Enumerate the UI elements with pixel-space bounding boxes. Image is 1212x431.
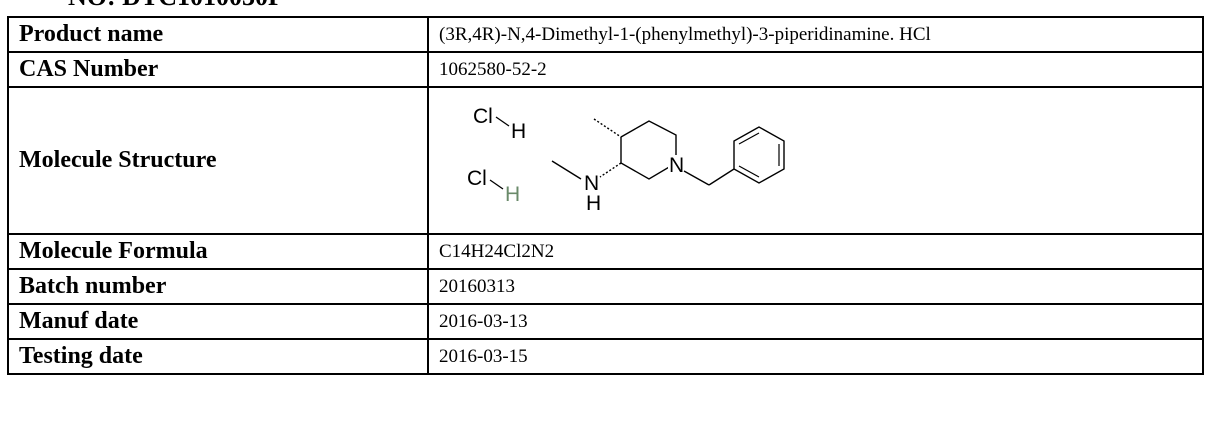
document-heading-clipped: NO: DTC1010030P xyxy=(68,0,284,12)
table-row: Product name (3R,4R)-N,4-Dimethyl-1-(phe… xyxy=(7,16,1204,53)
atom-h-bottom: H xyxy=(505,183,520,206)
benzyl-ch2-bond-1 xyxy=(683,170,710,186)
row-value: C14H24Cl2N2 xyxy=(427,233,1204,270)
molecule-structure-cell: Cl H Cl H N H xyxy=(427,86,1204,235)
product-spec-table: Product name (3R,4R)-N,4-Dimethyl-1-(phe… xyxy=(7,16,1204,375)
table-row: Testing date 2016-03-15 xyxy=(7,338,1204,375)
molecule-structure-drawing: Cl H Cl H N H xyxy=(467,105,785,215)
row-label: Batch number xyxy=(7,268,429,305)
atom-cl-top: Cl xyxy=(473,105,493,128)
row-value: 2016-03-15 xyxy=(427,338,1204,375)
amine-hashed-bond xyxy=(599,162,622,178)
atom-cl-bottom: Cl xyxy=(467,167,487,190)
row-label: Molecule Formula xyxy=(7,233,429,270)
table-row: Batch number 20160313 xyxy=(7,268,1204,305)
row-value: (3R,4R)-N,4-Dimethyl-1-(phenylmethyl)-3-… xyxy=(427,16,1204,53)
atom-h-amine: H xyxy=(586,192,601,215)
heading-text: NO: DTC1010030P xyxy=(68,0,284,11)
n-methyl-bond xyxy=(551,160,582,180)
row-label: Manuf date xyxy=(7,303,429,340)
row-label: Product name xyxy=(7,16,429,53)
bond-hcl-top xyxy=(495,116,510,127)
row-value: 1062580-52-2 xyxy=(427,51,1204,88)
atom-h-top: H xyxy=(511,120,526,143)
table-row: Manuf date 2016-03-13 xyxy=(7,303,1204,340)
benzene-ring xyxy=(733,126,785,184)
piperidine-ring xyxy=(620,120,677,180)
row-value: 2016-03-13 xyxy=(427,303,1204,340)
table-row: CAS Number 1062580-52-2 xyxy=(7,51,1204,88)
atom-n-amine: N xyxy=(584,172,599,195)
benzene-double-bond-3 xyxy=(738,165,760,178)
row-label: Testing date xyxy=(7,338,429,375)
table-row: Molecule Formula C14H24Cl2N2 xyxy=(7,233,1204,270)
benzyl-ch2-bond-2 xyxy=(708,168,735,186)
benzene-double-bond-1 xyxy=(738,132,760,145)
table-row: Molecule Structure Cl H Cl H xyxy=(7,86,1204,235)
row-value: 20160313 xyxy=(427,268,1204,305)
row-label: CAS Number xyxy=(7,51,429,88)
bond-hcl-bottom xyxy=(489,179,504,190)
atom-n-ring: N xyxy=(669,154,684,177)
row-label: Molecule Structure xyxy=(7,86,429,235)
methyl-hashed-bond xyxy=(593,118,622,138)
